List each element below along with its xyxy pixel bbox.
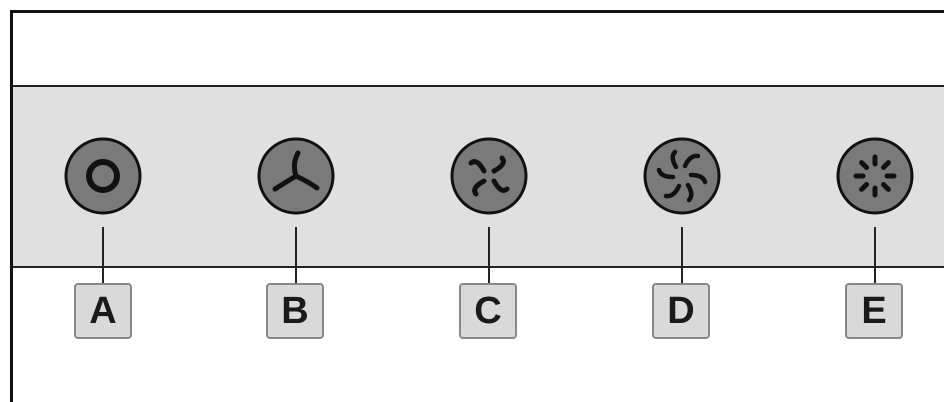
ring-icon (64, 137, 142, 215)
dashed-ring-icon (836, 137, 914, 215)
four-blade-fan-icon (450, 137, 528, 215)
six-blade-fan-icon (643, 137, 721, 215)
label-tag-e: E (845, 283, 903, 339)
knob-d (643, 137, 721, 215)
knob-a (64, 137, 142, 215)
leader-line-d (681, 227, 683, 283)
knob-c (450, 137, 528, 215)
leader-line-e (874, 227, 876, 283)
label-tag-a: A (74, 283, 132, 339)
leader-line-c (488, 227, 490, 283)
three-blade-fan-icon (257, 137, 335, 215)
knob-e (836, 137, 914, 215)
label-tag-d: D (652, 283, 710, 339)
leader-line-a (102, 227, 104, 283)
knob-b (257, 137, 335, 215)
label-tag-b: B (266, 283, 324, 339)
leader-line-b (295, 227, 297, 283)
label-tag-c: C (459, 283, 517, 339)
